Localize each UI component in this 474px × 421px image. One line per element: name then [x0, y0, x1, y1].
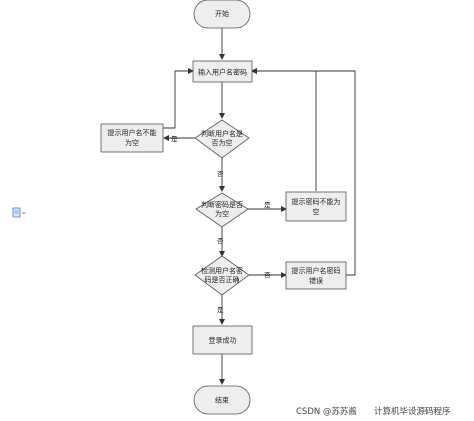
prompt-pass-line1: 提示密码不能为: [292, 197, 341, 206]
node-check-pass-empty: 判断密码是否 为空: [195, 192, 249, 228]
edge-prompt-user-loop: [163, 68, 194, 129]
check-user-line2: 否为空: [212, 138, 233, 147]
prompt-user-line2: 为空: [125, 138, 139, 147]
node-login-success-text: 登录成功: [209, 336, 237, 345]
prompt-wrong-line1: 提示用户名密码: [292, 266, 341, 275]
check-correct-line1: 检测用户名密: [201, 266, 243, 275]
label-yes-user: 是: [171, 135, 178, 143]
label-no-user: 否: [217, 170, 224, 178]
node-end-text: 结束: [215, 396, 229, 405]
edge-prompt-pass-loop: [251, 68, 317, 191]
node-login-success: 登录成功: [192, 325, 253, 355]
check-pass-line1: 判断密码是否: [201, 200, 243, 209]
node-start-text: 开始: [215, 9, 229, 18]
document-icon[interactable]: [12, 204, 28, 218]
edge-prompt-wrong-loop: [251, 68, 356, 276]
node-prompt-wrong: 提示用户名密码 错误: [285, 261, 347, 290]
node-start: 开始: [193, 0, 251, 29]
check-user-line1: 判断用户名是: [201, 129, 243, 138]
node-check-correct: 检测用户名密 码是否正确: [194, 255, 250, 296]
watermark-author: 计算机毕设源码程序: [374, 407, 451, 417]
node-prompt-pass-empty: 提示密码不能为 空: [285, 191, 347, 222]
node-check-user-empty: 判断用户名是 否为空: [194, 119, 250, 159]
label-yes-pass: 是: [264, 201, 271, 209]
check-correct-line2: 码是否正确: [205, 275, 240, 284]
watermark-csdn: CSDN @苏苏酱: [296, 407, 357, 417]
node-prompt-user-empty: 提示用户名不能 为空: [100, 123, 164, 153]
label-yes-correct: 是: [217, 306, 224, 314]
prompt-pass-line2: 空: [313, 207, 320, 216]
label-no-pass: 否: [217, 237, 224, 245]
edges: [163, 28, 356, 385]
prompt-user-line1: 提示用户名不能: [108, 128, 157, 137]
prompt-wrong-line2: 错误: [309, 276, 323, 285]
label-no-correct: 否: [264, 271, 271, 279]
check-pass-line2: 为空: [215, 209, 229, 218]
node-input-text: 输入用户名密码: [198, 68, 247, 77]
node-input: 输入用户名密码: [192, 60, 253, 83]
node-end: 结束: [193, 385, 251, 415]
